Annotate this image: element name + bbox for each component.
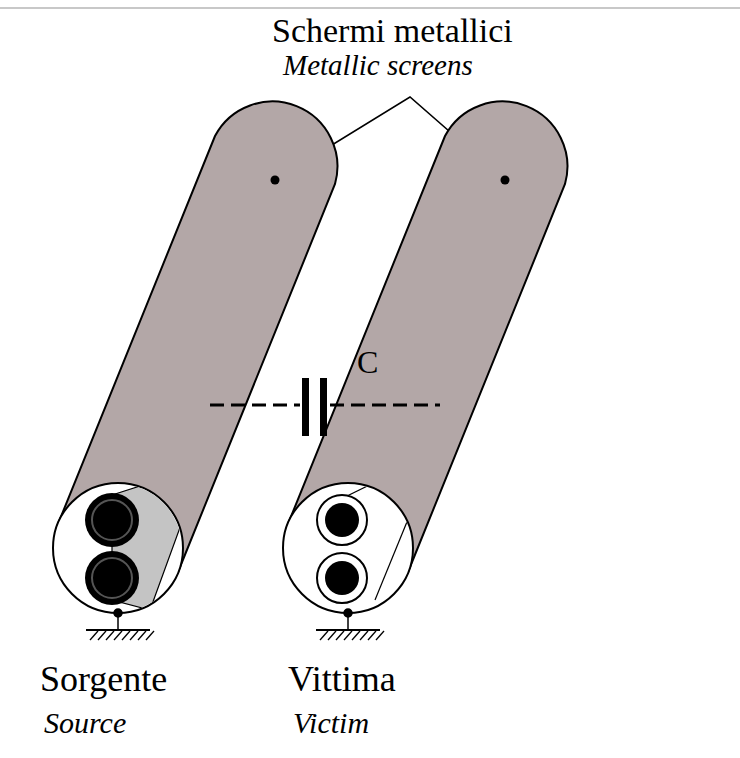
capacitance-label: C <box>357 345 378 380</box>
victim-translation: Victim <box>293 706 369 739</box>
top-rule <box>0 7 740 9</box>
victim-cable <box>283 101 567 613</box>
victim-label: Vittima <box>288 660 396 700</box>
title-translation: Metallic screens <box>283 50 473 82</box>
title-label: Schermi metallici <box>272 12 513 49</box>
ground-symbol <box>86 609 384 640</box>
source-translation: Source <box>44 706 126 739</box>
capacitor-symbol <box>210 378 440 436</box>
source-label: Sorgente <box>40 660 167 700</box>
